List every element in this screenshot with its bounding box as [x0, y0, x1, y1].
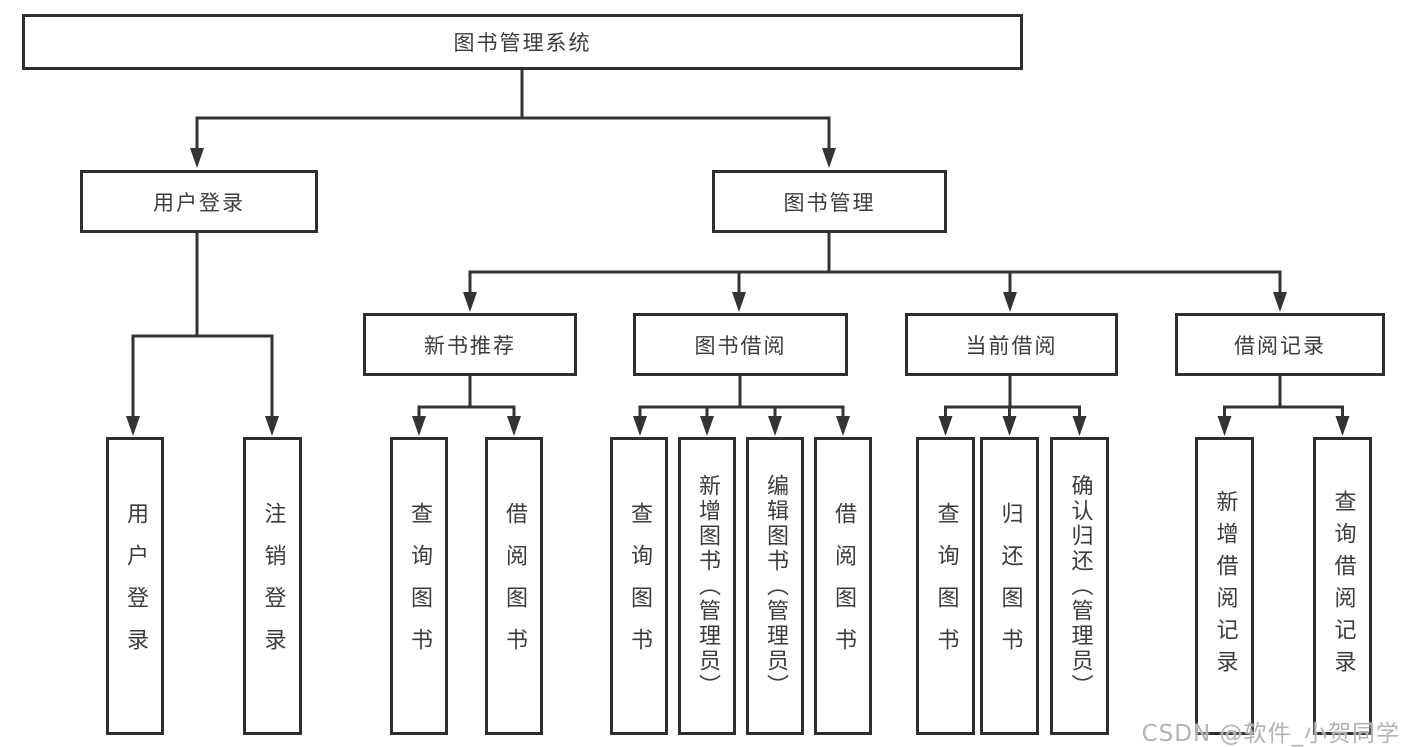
node-label: 确认归还（管理员）: [1067, 473, 1093, 699]
node-book-management: 图书管理: [712, 170, 947, 233]
node-borrow-records: 借阅记录: [1175, 313, 1385, 376]
leaf-user-login: 用户登录: [106, 437, 164, 735]
node-label: 编辑图书（管理员）: [763, 473, 788, 699]
leaf-borrow-edit-books-admin: 编辑图书（管理员）: [746, 437, 804, 735]
node-label: 新增图书（管理员）: [695, 473, 720, 699]
node-current-borrowing: 当前借阅: [905, 313, 1118, 376]
node-label: 查询图书: [933, 502, 959, 670]
leaf-borrow-borrow-books: 借阅图书: [814, 437, 872, 735]
node-label: 当前借阅: [965, 333, 1058, 358]
node-label: 借阅图书: [502, 502, 527, 670]
node-new-book-recommend: 新书推荐: [363, 313, 577, 376]
leaf-borrow-query-books: 查询图书: [610, 437, 668, 735]
leaf-current-confirm-return-admin: 确认归还（管理员）: [1050, 437, 1109, 735]
leaf-add-borrow-record: 新增借阅记录: [1195, 437, 1254, 735]
node-user-login: 用户登录: [80, 170, 318, 233]
node-label: 查询图书: [407, 502, 432, 670]
node-label: 图书管理系统: [453, 31, 592, 55]
node-label: 查询图书: [627, 502, 652, 670]
node-label: 查询借阅记录: [1330, 490, 1356, 682]
node-label: 新书推荐: [424, 333, 516, 358]
leaf-logout: 注销登录: [243, 437, 302, 735]
node-label: 注销登录: [260, 502, 286, 670]
csdn-watermark: CSDN @软件_小贺同学: [1141, 721, 1400, 747]
node-label: 借阅记录: [1234, 333, 1326, 358]
leaf-current-query-books: 查询图书: [916, 437, 975, 735]
node-label: 用户登录: [153, 190, 245, 215]
leaf-borrow-add-books-admin: 新增图书（管理员）: [678, 437, 736, 735]
leaf-current-return-books: 归还图书: [980, 437, 1039, 735]
node-root-system: 图书管理系统: [22, 14, 1023, 70]
node-label: 借阅图书: [831, 502, 856, 670]
node-label: 图书借阅: [694, 333, 787, 358]
node-label: 用户登录: [123, 502, 148, 670]
leaf-recommend-query-books: 查询图书: [390, 437, 448, 735]
node-label: 图书管理: [783, 190, 876, 215]
node-label: 新增借阅记录: [1212, 490, 1238, 682]
node-book-borrowing: 图书借阅: [633, 313, 848, 376]
leaf-query-borrow-record: 查询借阅记录: [1313, 437, 1372, 735]
leaf-recommend-borrow-books: 借阅图书: [485, 437, 543, 735]
node-label: 归还图书: [997, 502, 1023, 670]
